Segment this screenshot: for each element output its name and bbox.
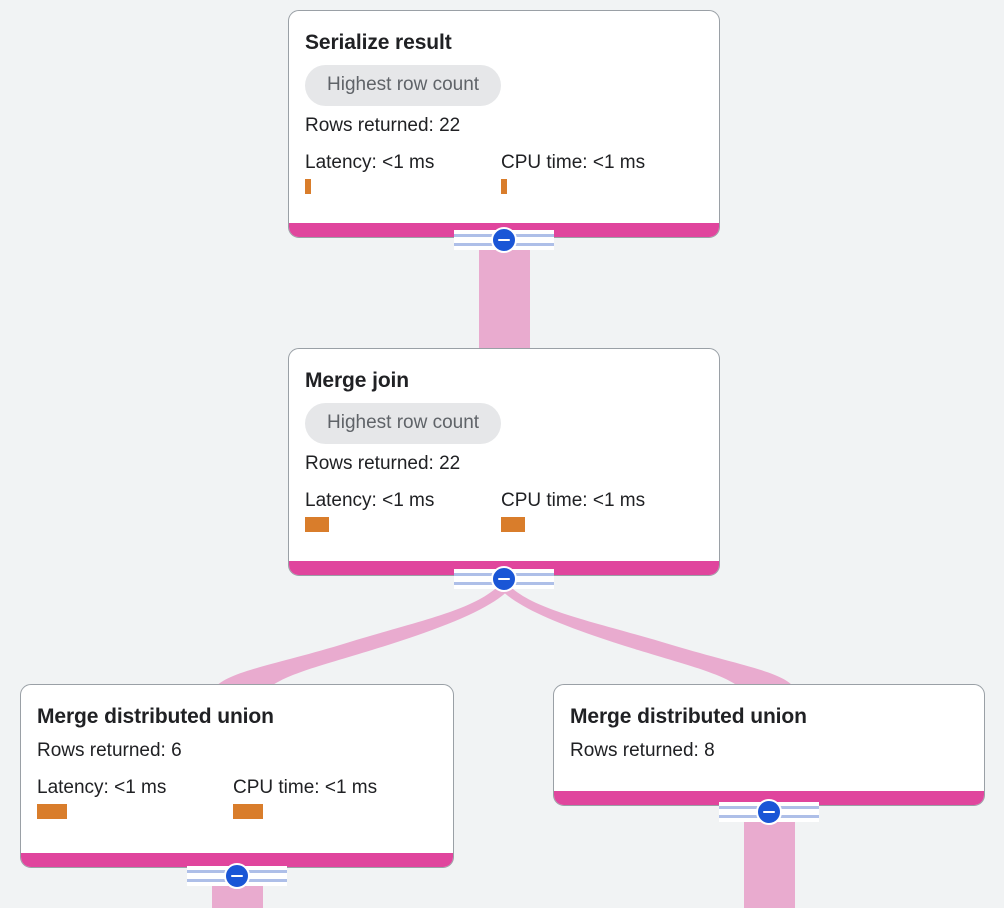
node-title: Merge distributed union: [37, 705, 274, 728]
node-footer-bar: [554, 791, 984, 805]
metric-label: Latency: <1 ms: [305, 489, 435, 511]
toggle-serialize-result[interactable]: [454, 227, 554, 253]
metric-label: Latency: <1 ms: [305, 151, 435, 173]
node-title: Merge join: [305, 369, 410, 392]
minus-circle-icon[interactable]: [756, 799, 782, 825]
metric-label: Latency: <1 ms: [37, 776, 167, 798]
edge-right-union-down: [744, 812, 795, 908]
metric-bar: [305, 178, 311, 194]
edge-merge-join-to-right-union: [496, 580, 796, 692]
toggle-merge-distributed-union-right[interactable]: [719, 799, 819, 825]
minus-circle-icon[interactable]: [491, 227, 517, 253]
edge-serialize-to-merge-join: [479, 240, 530, 350]
metric-latency: Latency: <1 ms: [37, 776, 233, 819]
node-title: Merge distributed union: [570, 705, 807, 728]
edge-merge-join-to-left-union: [213, 580, 514, 692]
toggle-merge-distributed-union-left[interactable]: [187, 863, 287, 889]
node-rows-returned: Rows returned: 22: [305, 453, 461, 475]
node-rows-returned: Rows returned: 22: [305, 115, 461, 137]
node-title: Serialize result: [305, 31, 452, 54]
metric-latency: Latency: <1 ms: [305, 489, 501, 532]
metric-latency: Latency: <1 ms: [305, 151, 501, 194]
metric-bar: [501, 178, 507, 194]
minus-circle-icon[interactable]: [224, 863, 250, 889]
node-rows-returned: Rows returned: 8: [570, 740, 715, 762]
toggle-merge-join[interactable]: [454, 566, 554, 592]
node-footer-bar: [21, 853, 453, 867]
minus-circle-icon[interactable]: [491, 566, 517, 592]
metric-bar: [37, 803, 67, 819]
node-badge-highest-row-count: Highest row count: [305, 403, 502, 445]
metric-bar: [233, 803, 263, 819]
node-badge-highest-row-count: Highest row count: [305, 65, 502, 107]
node-rows-returned: Rows returned: 6: [37, 740, 182, 762]
metric-bar: [501, 516, 525, 532]
metric-bar: [305, 516, 329, 532]
